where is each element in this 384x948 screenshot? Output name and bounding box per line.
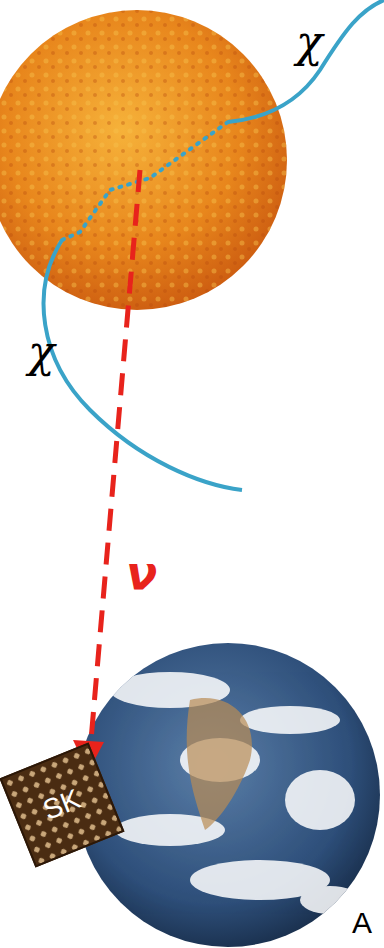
corner-text: A (352, 908, 372, 938)
particle-path (44, 240, 242, 490)
sun-texture (0, 10, 287, 310)
particle-label: χ (28, 330, 55, 374)
particle-label: χ (296, 20, 323, 64)
particle-scatter-path (62, 122, 228, 240)
land (187, 698, 252, 830)
particle-path (228, 0, 384, 122)
earth (76, 643, 380, 947)
neutrino-label: ν (126, 550, 157, 596)
sun (0, 10, 287, 310)
clouds (110, 672, 360, 914)
detector-label: SK (39, 783, 86, 827)
neutrino-path (90, 170, 140, 752)
